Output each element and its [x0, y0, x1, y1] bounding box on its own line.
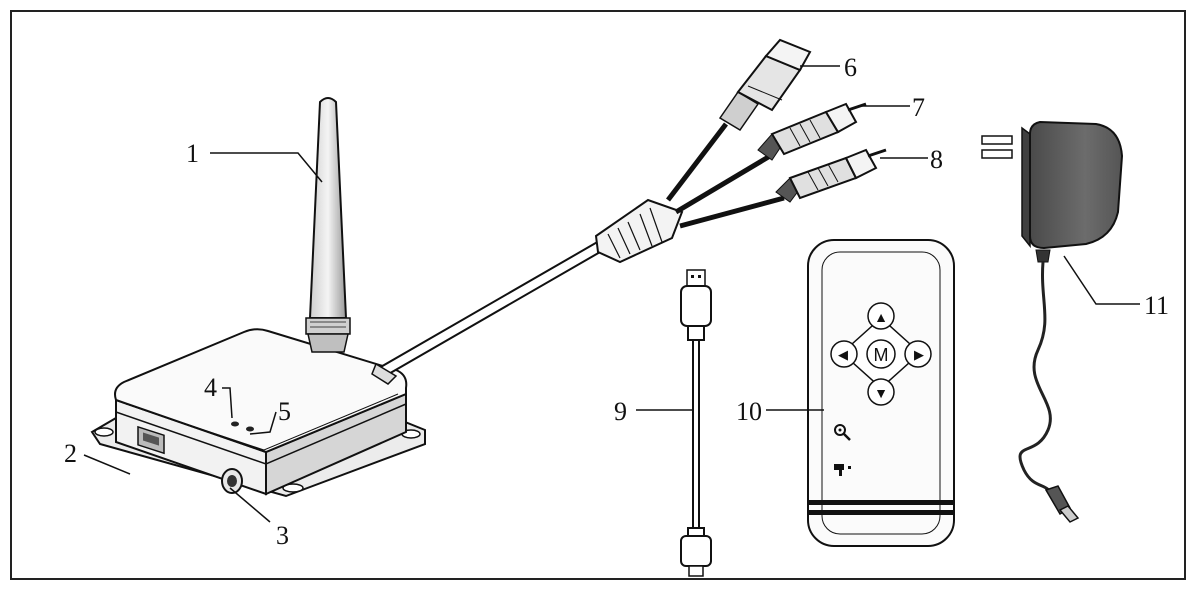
antenna-icon: [305, 97, 351, 353]
zoom-icon[interactable]: [834, 424, 851, 441]
diagram-frame: [10, 10, 1186, 580]
dc-jack-icon: [221, 468, 243, 494]
callout-7: 7: [912, 93, 925, 122]
remote-button-right[interactable]: ▶: [904, 340, 932, 368]
rca-plug-icon: [775, 148, 887, 203]
callout-3: 3: [276, 521, 289, 550]
power-adapter-icon: [981, 120, 1124, 523]
remote-button-up[interactable]: ▲: [867, 302, 895, 330]
remote-button-down[interactable]: ▼: [867, 378, 895, 406]
camera-icon[interactable]: [834, 464, 851, 476]
usb-cable-icon: [680, 269, 712, 577]
usb-port-icon: [137, 425, 165, 455]
callout-8: 8: [930, 145, 943, 174]
callout-9: 9: [614, 397, 627, 426]
callout-6: 6: [844, 53, 857, 82]
callout-1: 1: [186, 139, 199, 168]
menu-button-label: M: [874, 345, 889, 365]
remote-stripes: [809, 500, 953, 515]
led-indicator-icon: [231, 421, 254, 432]
arrow-left-icon: ◀: [838, 347, 848, 362]
cable-branch-rca-2: [679, 195, 785, 229]
callout-lines: [83, 65, 1140, 523]
arrow-right-icon: ▶: [914, 347, 924, 362]
remote-button-menu[interactable]: M: [866, 339, 896, 369]
arrow-down-icon: ▼: [874, 385, 888, 401]
arrow-up-icon: ▲: [874, 309, 888, 325]
receiver-box: [90, 328, 426, 498]
cable: [371, 238, 610, 385]
cable-branch-ethernet: [666, 122, 728, 202]
cable-branch-rca-1: [674, 153, 772, 215]
rca-plug-icon: [757, 102, 867, 161]
callout-11: 11: [1144, 291, 1169, 320]
rj45-plug-icon: [718, 38, 812, 132]
callout-2: 2: [64, 439, 77, 468]
callout-10: 10: [736, 397, 762, 426]
remote-button-left[interactable]: ◀: [830, 340, 858, 368]
callout-4: 4: [204, 373, 217, 402]
callout-5: 5: [278, 397, 291, 426]
cable-splitter: [594, 198, 684, 264]
